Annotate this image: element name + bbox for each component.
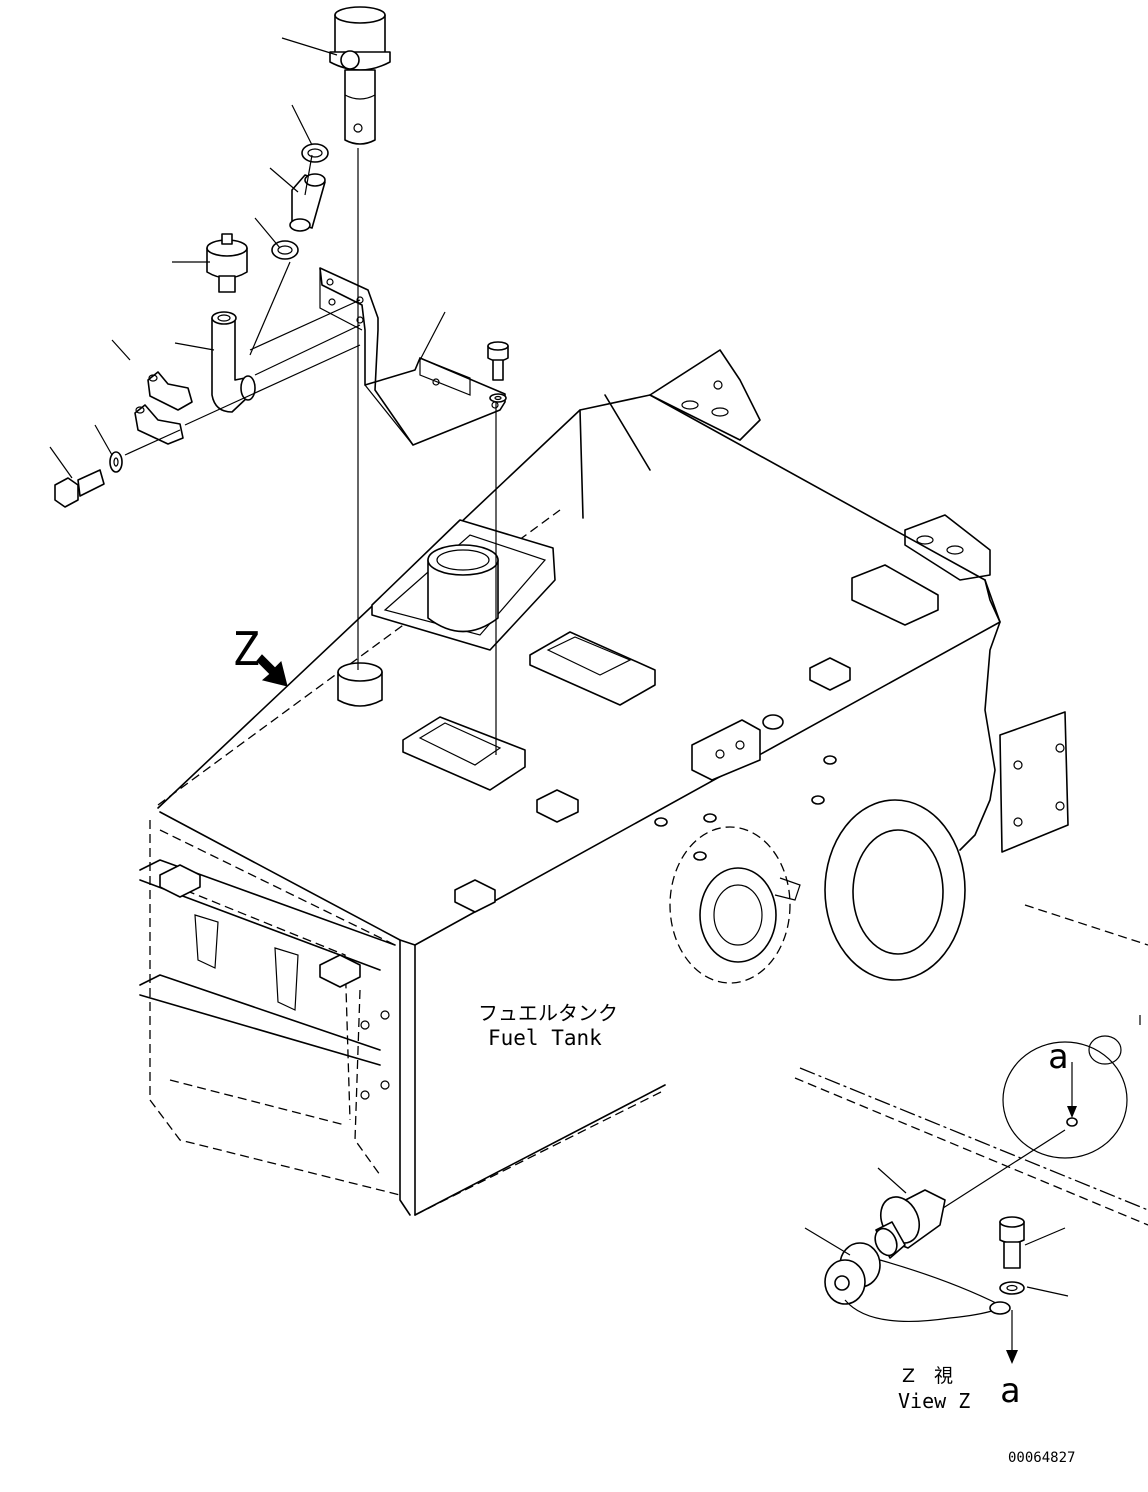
air-breather <box>329 6 391 145</box>
hose <box>289 173 326 232</box>
leader-lines <box>49 37 1141 1025</box>
bolt-right <box>487 341 509 381</box>
breather-filter <box>206 233 248 293</box>
bolt-left <box>54 469 105 508</box>
washer-right <box>489 393 507 403</box>
drain-coupler <box>874 1189 946 1259</box>
drawing-number: 00064827 <box>1008 1450 1075 1466</box>
filler-neck <box>371 519 556 651</box>
tank-label-en: Fuel Tank <box>488 1026 602 1050</box>
side-ports <box>669 799 966 984</box>
breather-bracket <box>319 267 506 446</box>
bolt-detail <box>999 1216 1025 1269</box>
pipe-clamps <box>134 371 193 445</box>
detail-leaders <box>804 1167 1069 1364</box>
fuel-tank-body <box>139 349 1069 1216</box>
washer-detail <box>999 1281 1025 1295</box>
elbow-pipe <box>211 311 256 413</box>
breather-port <box>337 662 383 707</box>
dust-cap <box>824 1242 1011 1323</box>
view-z-detail <box>794 904 1148 1226</box>
view-z-arrow <box>256 654 288 687</box>
view-label-jp: Z 視 <box>902 1365 953 1387</box>
tank-label-jp: フュエルタンク <box>478 1001 618 1025</box>
detail-marker-top: a <box>1048 1037 1068 1077</box>
view-arrow-letter: Z <box>232 622 260 676</box>
washer-left <box>109 451 123 473</box>
tank-top-pads <box>159 564 939 988</box>
view-label-en: View Z <box>898 1389 970 1413</box>
hose-clamp-upper <box>301 143 329 163</box>
detail-marker-bottom: a <box>1000 1371 1020 1411</box>
assembly-lines <box>124 148 497 755</box>
